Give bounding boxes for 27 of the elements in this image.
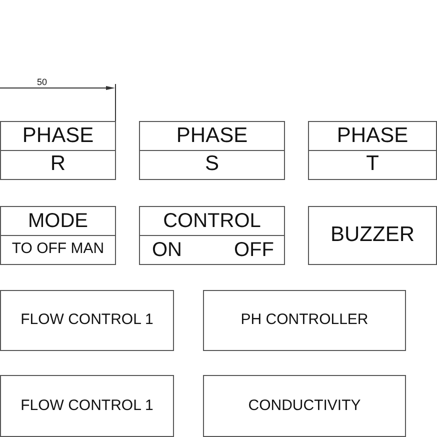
plate-title: PHASE: [21, 123, 95, 149]
nameplate: [0, 375, 174, 437]
plate-title: MODE: [27, 209, 89, 234]
nameplate: [139, 121, 285, 180]
plate-title: PH CONTROLLER: [240, 310, 370, 330]
plate-title: PHASE: [336, 123, 410, 149]
nameplate: [0, 121, 116, 180]
nameplate: [308, 206, 437, 265]
dimension-value: 50: [37, 77, 48, 87]
plate-title: FLOW CONTROL 1: [20, 310, 154, 330]
plate-subtitle: R: [49, 151, 67, 177]
switch-position: OFF: [234, 238, 274, 263]
nameplate: [139, 206, 285, 265]
plate-title: BUZZER: [330, 222, 416, 248]
plate-title: CONTROL: [162, 209, 262, 234]
plate-title: CONDUCTIVITY: [247, 396, 362, 416]
plate-title: FLOW CONTROL 1: [20, 396, 154, 416]
switch-position: ON: [152, 238, 182, 263]
plate-title: PHASE: [175, 123, 249, 149]
plate-subtitle: T: [365, 151, 380, 177]
nameplate: [308, 121, 437, 180]
nameplate: [203, 375, 406, 437]
nameplate: [0, 206, 116, 265]
nameplate: [203, 290, 406, 351]
nameplate: [0, 290, 174, 351]
plate-subtitle: TO OFF MAN: [10, 239, 106, 259]
plate-subtitle: S: [204, 151, 220, 177]
